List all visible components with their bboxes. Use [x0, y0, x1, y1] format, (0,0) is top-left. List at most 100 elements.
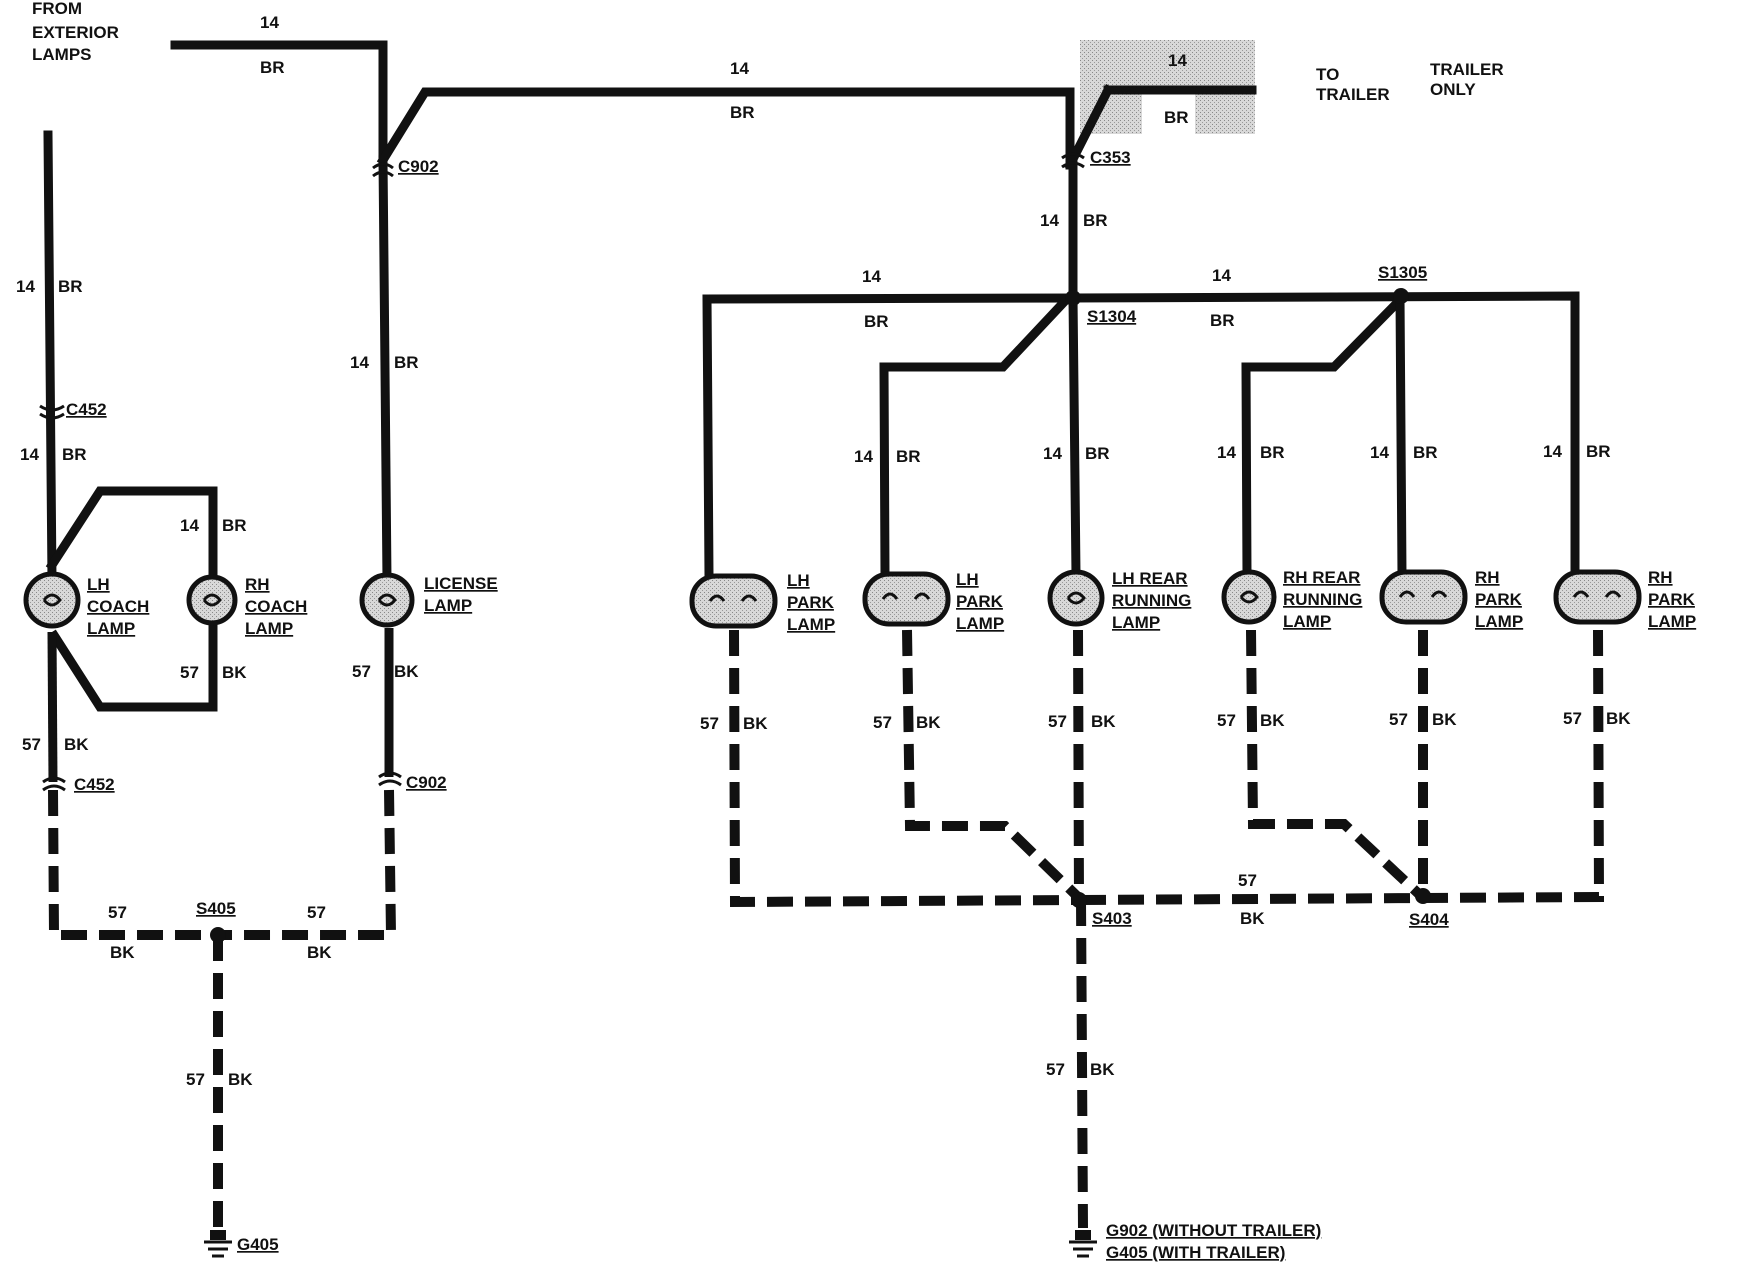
svg-text:LAMP: LAMP: [1283, 612, 1331, 631]
wire-label: BR: [62, 445, 87, 464]
svg-text:RH: RH: [245, 575, 270, 594]
wire-label: 14: [854, 447, 873, 466]
wire-license-feed: [378, 155, 392, 585]
wire-label: BK: [110, 943, 135, 962]
svg-text:LICENSE: LICENSE: [424, 574, 498, 593]
wire-label: 57: [1048, 712, 1067, 731]
wire-label: BK: [228, 1070, 253, 1089]
ground-icon-left: [204, 1230, 232, 1258]
wire-label: BK: [1090, 1060, 1115, 1079]
wire-label: BR: [896, 447, 921, 466]
wire-lh-park-1-gnd: [729, 629, 1080, 908]
dashed-wires-57-bk: [48, 629, 1605, 1229]
wire-label: 14: [20, 445, 39, 464]
svg-text:LAMP: LAMP: [1475, 612, 1523, 631]
svg-text:LAMP: LAMP: [424, 596, 472, 615]
wire-label: BR: [1586, 442, 1611, 461]
c452-top-mark: [39, 404, 65, 420]
svg-text:LH: LH: [87, 575, 110, 594]
wire-label: BK: [1260, 711, 1285, 730]
wire-trailer-out: [1063, 83, 1115, 172]
c902-bottom-mark: [378, 771, 402, 787]
wire-label: BR: [1210, 311, 1235, 330]
lamp-icon-lh-park-2: [862, 571, 951, 627]
lamp-icon-rh-park-1: [1379, 569, 1468, 625]
lamp-label-lh-rear-running: LH REAR RUNNING LAMP: [1112, 569, 1191, 632]
svg-text:RH: RH: [1648, 568, 1673, 587]
to-trailer-2: TRAILER: [1316, 85, 1390, 104]
lamp-icon-rh-park-2: [1553, 569, 1642, 625]
lamp-icon-rh-running: [1221, 569, 1277, 625]
wire-feed: [170, 40, 388, 165]
wire-lh-park-2-gnd: [902, 629, 1083, 902]
svg-text:RH: RH: [1475, 568, 1500, 587]
wire-label: BR: [1085, 444, 1110, 463]
wire-label: BK: [64, 735, 89, 754]
wire-label: 14: [730, 59, 749, 78]
s403-dot: [1071, 892, 1087, 908]
svg-text:LH: LH: [956, 570, 979, 589]
wire-lh-running-gnd: [1073, 629, 1084, 901]
s1305-dot: [1393, 288, 1409, 304]
wire-label: 57: [1046, 1060, 1065, 1079]
wire-rh-park-1: [1395, 292, 1407, 580]
svg-text:LH REAR: LH REAR: [1112, 569, 1188, 588]
splice-s405: S405: [196, 899, 236, 918]
ground-g405-left: G405: [237, 1235, 279, 1254]
wire-label: BR: [730, 103, 755, 122]
wire-label: BR: [1260, 443, 1285, 462]
splice-s1305: S1305: [1378, 263, 1427, 282]
lamp-icon-lh-coach: [23, 571, 81, 629]
wire-label: BR: [58, 277, 83, 296]
wire-label: BK: [1432, 710, 1457, 729]
wire-label: 14: [862, 267, 881, 286]
labels: FROM EXTERIOR LAMPS TO TRAILER TRAILER O…: [16, 0, 1696, 1262]
wire-rh-running: [1241, 298, 1402, 580]
lamp-icon-lh-running: [1047, 569, 1105, 627]
s1304-dot: [1065, 290, 1081, 306]
wire-label: BK: [1606, 709, 1631, 728]
wire-rh-running-gnd: [1246, 629, 1425, 900]
wire-label: 14: [260, 13, 279, 32]
wire-label: BK: [1091, 712, 1116, 731]
wire-lh-park-2: [879, 294, 1072, 580]
wire-rh-coach-top: [45, 486, 218, 577]
svg-text:RUNNING: RUNNING: [1283, 590, 1362, 609]
wire-label: 57: [180, 663, 199, 682]
lamp-label-lh-coach: LH COACH LAMP: [87, 575, 149, 638]
svg-text:LAMP: LAMP: [956, 614, 1004, 633]
wire-label: 57: [186, 1070, 205, 1089]
svg-text:RUNNING: RUNNING: [1112, 591, 1191, 610]
lamp-label-lh-park-1: LH PARK LAMP: [787, 571, 835, 634]
wire-label: 57: [1217, 711, 1236, 730]
splice-s404: S404: [1409, 910, 1449, 929]
wire-label: 14: [1168, 51, 1187, 70]
wire-label: 57: [352, 662, 371, 681]
wire-label: BK: [743, 714, 768, 733]
svg-text:PARK: PARK: [956, 592, 1004, 611]
wire-label: BR: [1083, 211, 1108, 230]
wire-label: 14: [1040, 211, 1059, 230]
wire-label: 57: [108, 903, 127, 922]
svg-text:COACH: COACH: [87, 597, 149, 616]
splice-dots: [210, 288, 1431, 943]
wire-label: 14: [1212, 266, 1231, 285]
wire-label: 57: [1563, 709, 1582, 728]
lamp-icon-lh-park-1: [689, 573, 778, 629]
wire-g-left-1: [48, 789, 218, 940]
wire-label: 57: [700, 714, 719, 733]
ground-g902: G902 (WITHOUT TRAILER): [1106, 1221, 1321, 1240]
wire-rh-park-2-gnd: [1078, 629, 1605, 905]
wire-label: 57: [873, 713, 892, 732]
ground-symbols: [204, 1230, 1097, 1258]
wire-label: 14: [350, 353, 369, 372]
title-line-3: LAMPS: [32, 45, 92, 64]
connector-c902-bottom: C902: [406, 773, 447, 792]
wire-label: BR: [260, 58, 285, 77]
wire-label: 57: [22, 735, 41, 754]
s405-dot: [210, 927, 226, 943]
ground-icon-right: [1069, 1230, 1097, 1258]
wire-label: BK: [394, 662, 419, 681]
svg-text:LAMP: LAMP: [1648, 612, 1696, 631]
wire-label: BK: [307, 943, 332, 962]
